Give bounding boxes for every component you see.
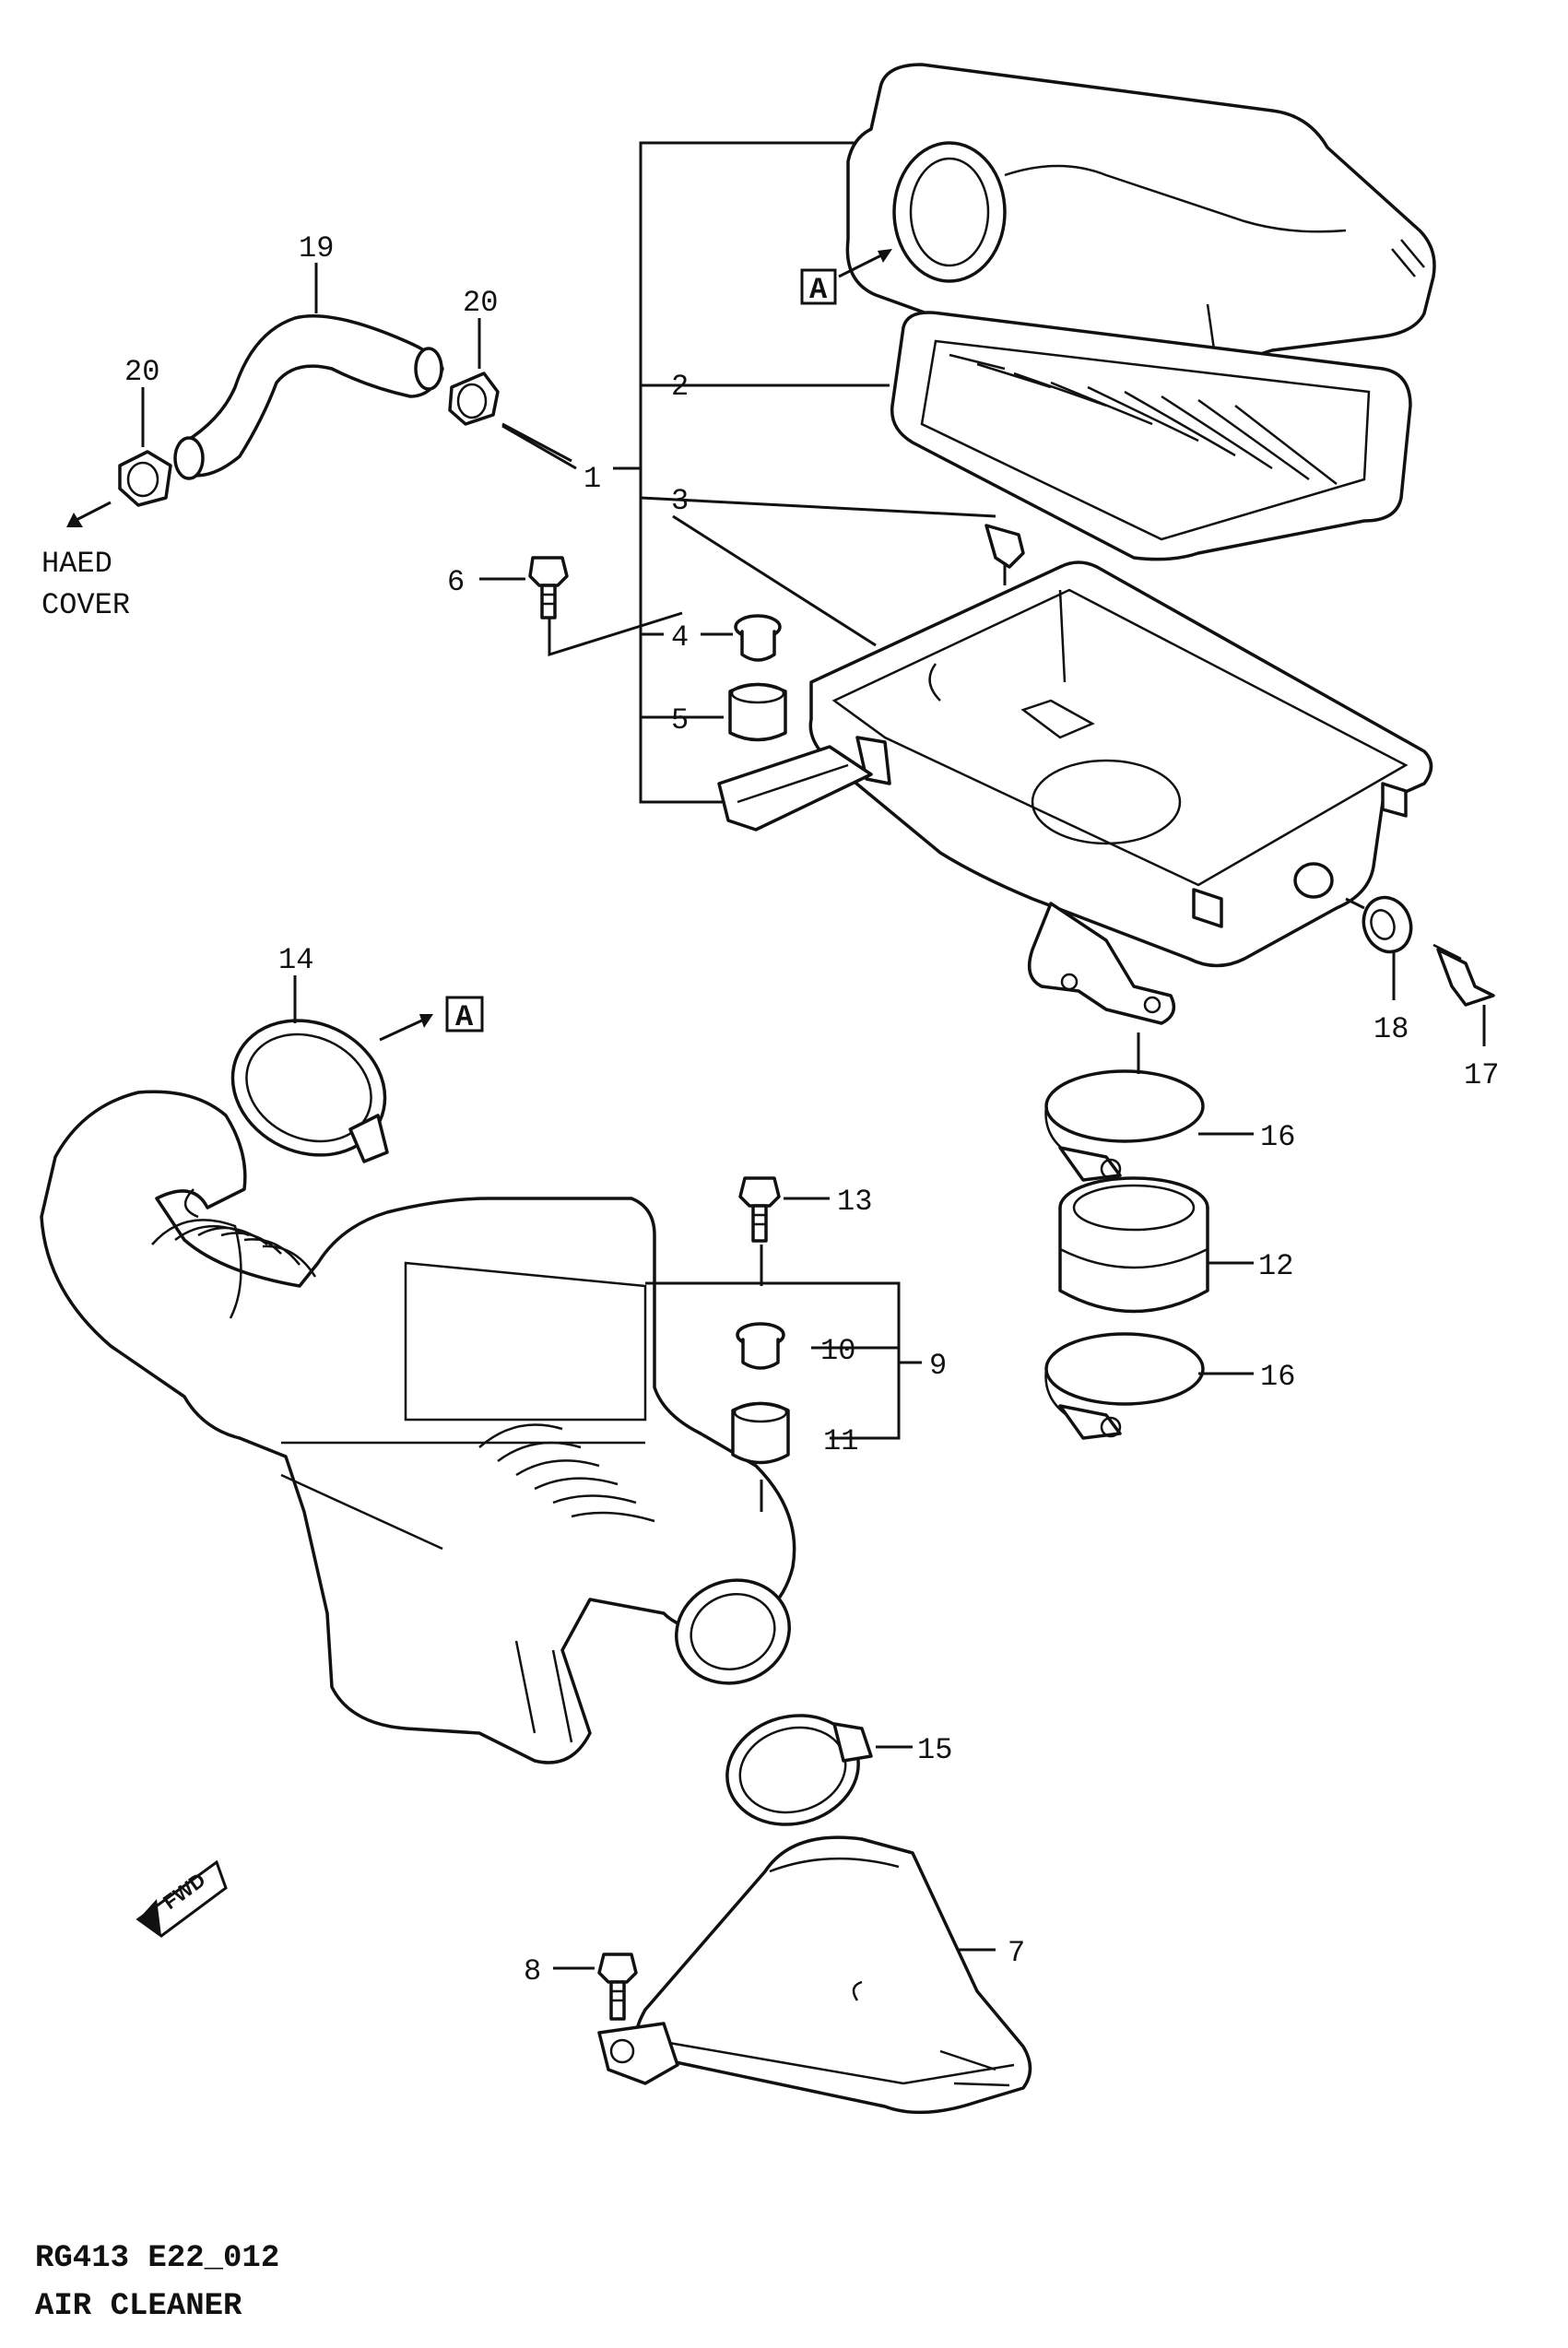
- ref-mark-a-mid-label: A: [455, 1000, 474, 1034]
- hose-12: [1058, 1176, 1254, 1314]
- callout-9: 9: [929, 1349, 947, 1383]
- bolt-13: [738, 1176, 830, 1243]
- callout-5: 5: [671, 703, 689, 737]
- callout-16-upper: 16: [1260, 1120, 1295, 1154]
- clip-3: [984, 524, 1025, 585]
- callout-8: 8: [524, 1954, 541, 1988]
- callout-20-left: 20: [124, 355, 159, 389]
- clamp-20-right: [448, 318, 572, 463]
- screw-17: [1432, 943, 1495, 1046]
- grommet-4: [701, 614, 782, 662]
- callout-13: 13: [837, 1185, 872, 1219]
- callout-19: 19: [299, 231, 334, 265]
- callout-3: 3: [671, 484, 689, 518]
- assembly-1-bracket: [501, 141, 996, 804]
- assembly-9-bracket: [645, 1245, 922, 1512]
- bolt-6: [479, 556, 683, 657]
- diagram-title: AIR CLEANER: [35, 2289, 242, 2324]
- ref-mark-a-mid: [379, 996, 484, 1042]
- callout-17: 17: [1464, 1058, 1499, 1092]
- head-cover-arrow: [66, 501, 112, 527]
- callout-labels: 1 2 3 4 5 6 7 8 9 10 11 12 13 14 15 16 1…: [124, 231, 1499, 1988]
- ref-mark-a-top: [800, 249, 892, 305]
- clamp-20-left: [118, 387, 172, 507]
- grommet-10: [736, 1322, 785, 1370]
- filter-element: [890, 311, 1412, 561]
- callout-16-lower: 16: [1260, 1360, 1295, 1394]
- bolt-8: [553, 1953, 638, 2021]
- callout-14: 14: [278, 943, 313, 977]
- inlet-duct-7: [597, 1835, 1032, 2115]
- callout-11: 11: [823, 1424, 858, 1458]
- callout-12: 12: [1258, 1249, 1293, 1283]
- grommet-18: [1345, 895, 1413, 1000]
- forward-direction-arrow: FWD: [136, 1859, 228, 1938]
- note-line-1: HAED: [41, 547, 112, 581]
- air-cleaner-case: [717, 560, 1433, 1025]
- callout-7: 7: [1008, 1936, 1025, 1970]
- spacer-11: [731, 1401, 790, 1465]
- hose-19: [173, 263, 444, 480]
- clamp-14: [230, 975, 389, 1163]
- callout-6: 6: [447, 565, 465, 599]
- callout-18: 18: [1373, 1012, 1409, 1046]
- hose-band-16-lower: [1044, 1332, 1254, 1440]
- hose-band-16-upper: [1044, 1032, 1254, 1182]
- callout-10: 10: [820, 1334, 855, 1368]
- callout-1: 1: [584, 462, 601, 496]
- callout-15: 15: [917, 1733, 952, 1767]
- callout-20-right: 20: [463, 286, 498, 320]
- spacer-5: [701, 682, 787, 742]
- note-line-2: COVER: [41, 588, 130, 622]
- clamp-15: [725, 1714, 913, 1826]
- intake-resonator-duct: [40, 1090, 796, 1764]
- diagram-code: RG413 E22_012: [35, 2241, 279, 2276]
- callout-2: 2: [671, 370, 689, 404]
- ref-mark-a-top-label: A: [809, 273, 828, 307]
- callout-4: 4: [671, 620, 689, 655]
